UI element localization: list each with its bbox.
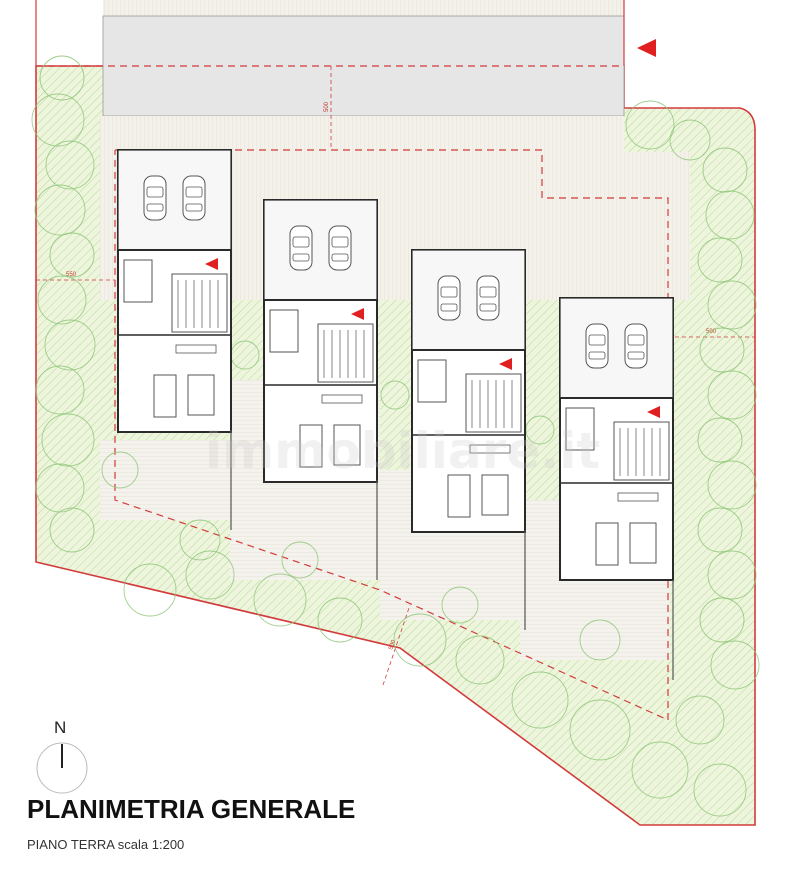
entrance-marker-3: [499, 358, 512, 370]
north-arrow-circle: [36, 742, 88, 794]
main-entrance-marker: [637, 39, 656, 57]
drawing-subtitle: PIANO TERRA scala 1:200: [27, 837, 185, 852]
unit-1: [117, 149, 232, 433]
unit-4: [559, 297, 674, 581]
trees: [31, 55, 760, 817]
north-label: N: [54, 718, 67, 737]
entrance-marker-1: [205, 258, 218, 270]
access-road: [103, 0, 624, 16]
dim-left: 550: [66, 272, 77, 278]
entrance-marker-4: [647, 406, 660, 418]
watermark: immobiliare.it: [205, 422, 600, 480]
drawing-title: PLANIMETRIA GENERALE: [27, 794, 356, 824]
dim-bottom: 500: [388, 639, 397, 651]
entrance-marker-2: [351, 308, 364, 320]
unit-2: [263, 199, 378, 483]
unit-3: [411, 249, 526, 533]
dim-top: 500: [324, 101, 330, 112]
dim-right: 500: [706, 329, 717, 335]
setback-line: [36, 65, 669, 721]
